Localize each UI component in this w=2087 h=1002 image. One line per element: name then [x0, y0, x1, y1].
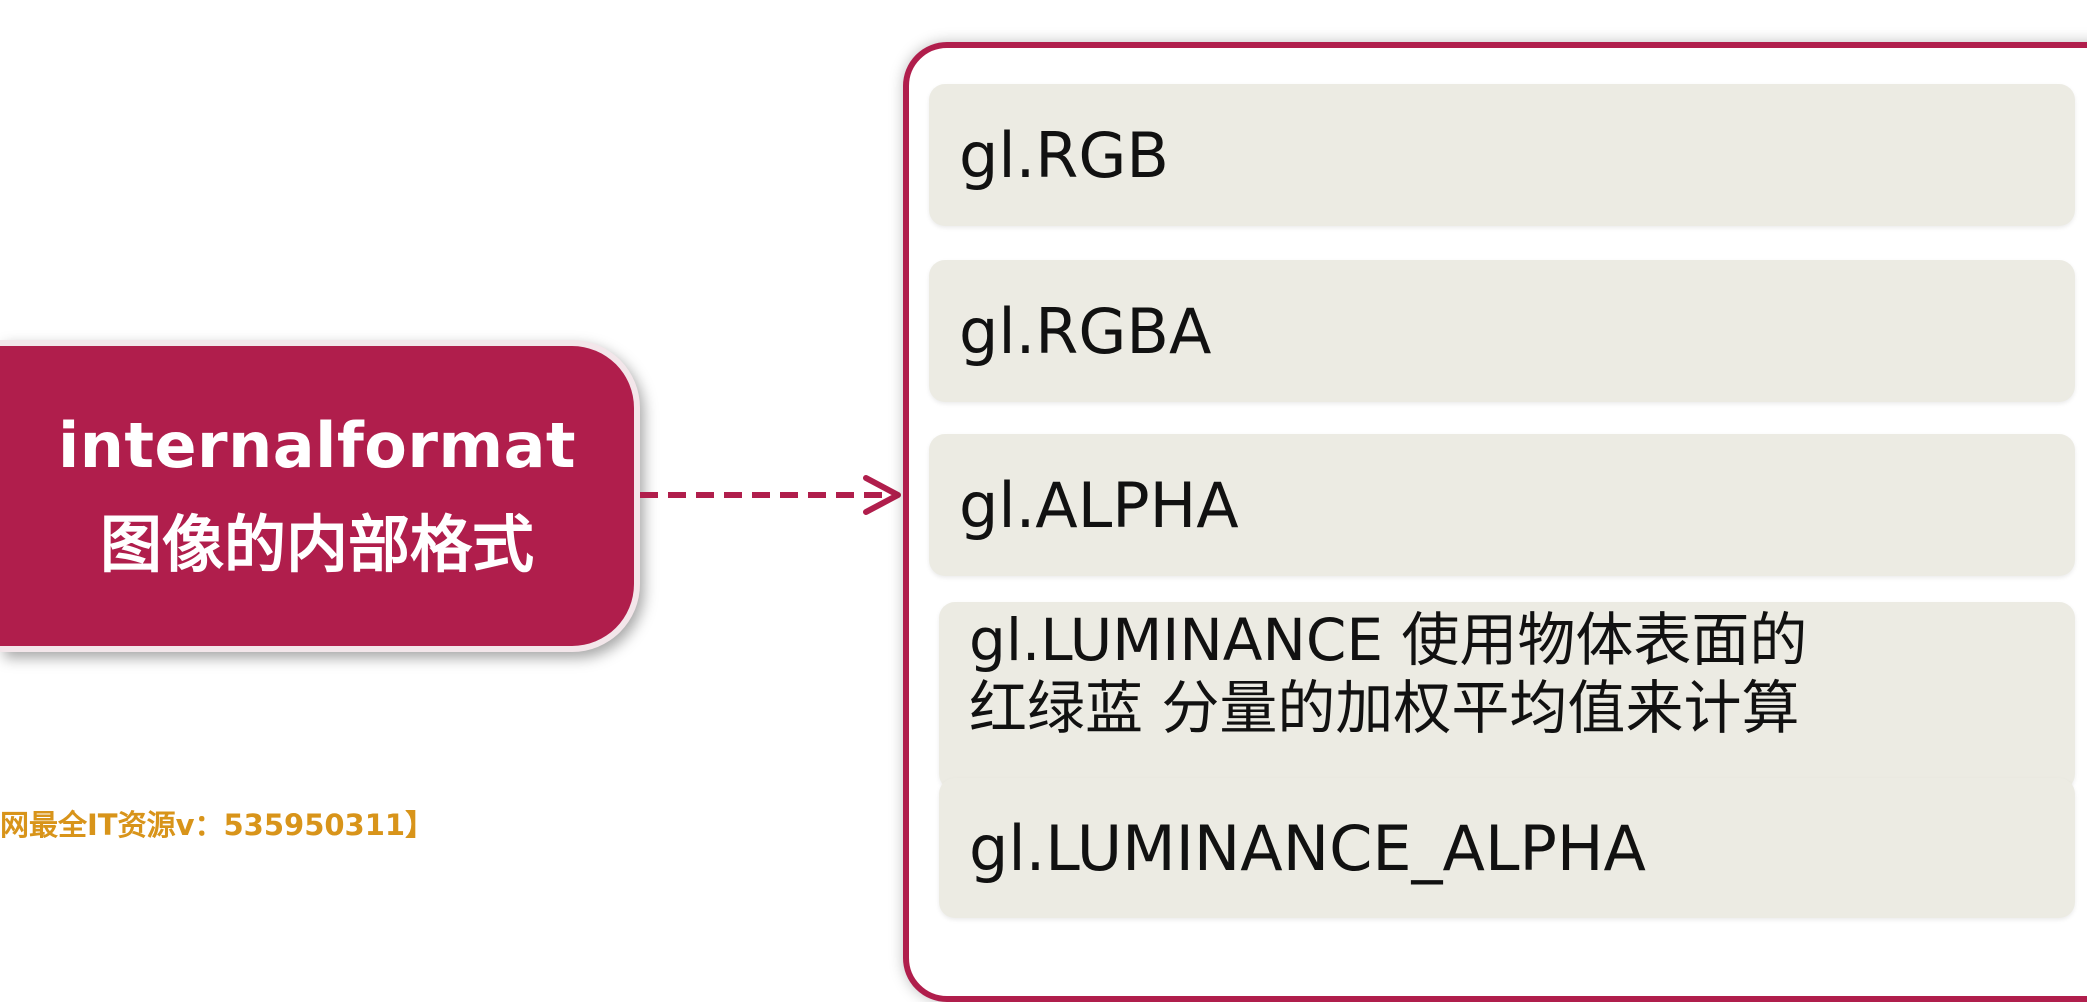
dashed-arrow-connector: [640, 475, 901, 515]
watermark-text: 网最全IT资源v：535950311】: [0, 808, 435, 842]
node-title: internalformat: [57, 409, 577, 483]
option-label: gl.ALPHA: [959, 468, 1239, 542]
option-line-1: gl.LUMINANCE 使用物体表面的: [969, 606, 1808, 674]
options-panel: gl.RGB gl.RGBA gl.ALPHA gl.LUMINANCE 使用物…: [903, 42, 2087, 1002]
option-gl-rgba: gl.RGBA: [929, 260, 2075, 402]
option-gl-rgb: gl.RGB: [929, 84, 2075, 226]
option-label: gl.RGBA: [959, 294, 1212, 368]
internalformat-node: internalformat 图像的内部格式: [0, 340, 640, 652]
option-label: gl.LUMINANCE_ALPHA: [969, 811, 1646, 885]
option-line-2: 红绿蓝 分量的加权平均值来计算: [969, 674, 1800, 743]
node-subtitle: 图像的内部格式: [99, 508, 534, 581]
option-gl-luminance: gl.LUMINANCE 使用物体表面的 红绿蓝 分量的加权平均值来计算: [939, 602, 2075, 790]
option-label: gl.RGB: [959, 118, 1169, 192]
option-gl-luminance-alpha: gl.LUMINANCE_ALPHA: [939, 778, 2075, 918]
option-gl-alpha: gl.ALPHA: [929, 434, 2075, 576]
